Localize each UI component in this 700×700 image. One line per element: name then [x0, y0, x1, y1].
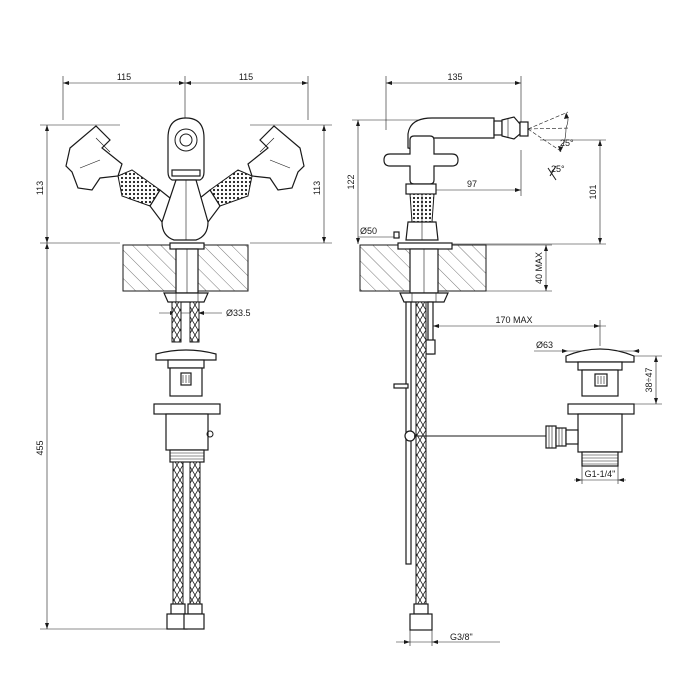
dimension-height-right: 113: [250, 124, 332, 244]
side-hose-fitting: [409, 603, 433, 631]
side-view: 135 122 101 97: [346, 72, 606, 646]
dim-waste-thread-label: G1-1/4": [585, 469, 616, 479]
dimension-base-diameter: Ø50: [358, 226, 400, 239]
dimension-depth: 135: [385, 72, 522, 130]
popup-rod: 170 MAX: [425, 301, 606, 355]
front-waste-body: [153, 403, 221, 463]
dim-angle-down-label: 25°: [551, 164, 565, 174]
dim-shank-diameter-label: Ø33.5: [226, 308, 251, 318]
dim-width-left-label: 115: [117, 72, 131, 82]
dim-inlet-thread-label: G3/8": [450, 632, 473, 642]
side-fixing-nut: [399, 292, 449, 303]
dim-height-right-label: 113: [312, 181, 322, 195]
side-hose: [415, 301, 427, 605]
waste-detail-view: Ø63 38÷47: [534, 340, 662, 484]
waste-plug-cap: [565, 348, 635, 397]
hose-right-lower: [189, 461, 201, 605]
dim-depth-label: 135: [447, 72, 462, 82]
front-fixing-nut: [163, 292, 209, 303]
left-cross-handle: [65, 125, 123, 191]
front-hose-fittings: [166, 603, 205, 630]
right-cross-handle: [247, 125, 305, 191]
dim-spout-height-label: 101: [588, 184, 598, 199]
dimension-waste-thread: G1-1/4": [574, 466, 626, 484]
dim-plug-range-label: 38÷47: [644, 368, 654, 393]
spray-angle-indicator: 25° 25°: [527, 111, 574, 181]
dim-total-height-label: 455: [35, 440, 45, 455]
front-popup-plug: [155, 349, 217, 397]
vertical-pull-rod: [393, 301, 552, 565]
dimension-inlet-thread: G3/8": [396, 630, 500, 646]
dim-base-diameter-label: Ø50: [360, 226, 377, 236]
dim-plug-diameter-label: Ø63: [536, 340, 553, 350]
dimension-side-height: 122: [346, 119, 420, 244]
dim-rod-max-label: 170 MAX: [495, 315, 532, 325]
dim-width-right-label: 115: [239, 72, 253, 82]
dimension-width-front: 115 115: [62, 72, 309, 120]
dim-side-height-label: 122: [346, 174, 356, 189]
dimension-total-height: 455: [35, 243, 168, 630]
hose-left-lower: [172, 461, 184, 605]
front-central-body: [161, 117, 209, 241]
side-base-flange: [397, 242, 453, 250]
dim-spout-reach-label: 97: [467, 179, 477, 189]
dimension-spout-height: 101: [452, 139, 606, 245]
hose-left-upper: [171, 301, 182, 343]
dim-angle-up-label: 25°: [560, 138, 574, 148]
side-body: [405, 183, 439, 241]
dim-height-left-label: 113: [35, 181, 45, 195]
front-view: 115 115 113 113 455: [35, 72, 332, 630]
waste-linkage-connector: [545, 425, 579, 449]
side-cross-handle: [383, 135, 459, 185]
dimension-plug-range: 38÷47: [634, 355, 662, 405]
dimension-height-left: 113: [35, 124, 120, 244]
front-base-flange: [169, 242, 205, 250]
side-spout: [407, 116, 529, 153]
hose-right-upper: [189, 301, 200, 343]
dim-deck-max-label: 40 MAX: [534, 252, 544, 284]
dimension-deck-max: 40 MAX: [486, 244, 552, 292]
